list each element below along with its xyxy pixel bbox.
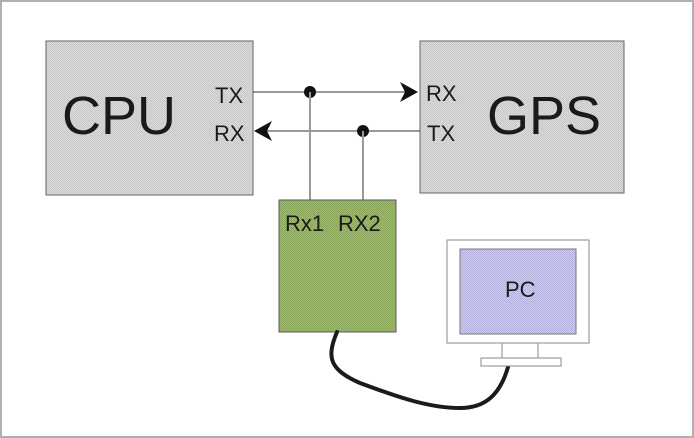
gps-label: GPS (487, 86, 601, 146)
cpu-block: CPU TX RX (45, 40, 254, 196)
monitor-neck (501, 342, 539, 359)
cpu-tx-label: TX (215, 83, 243, 108)
monitor-stand (480, 357, 562, 367)
tx-line (253, 82, 418, 102)
sniffer-box (278, 199, 397, 333)
sniffer-rx1-label: Rx1 (285, 211, 324, 236)
gps-box (419, 40, 625, 194)
cpu-box (45, 40, 254, 196)
usb-cable (329, 330, 510, 411)
gps-tx-label: TX (427, 121, 455, 146)
gps-block: GPS RX TX (419, 40, 625, 194)
sniffer-block: Rx1 RX2 (278, 199, 397, 333)
pc-monitor: PC (446, 239, 590, 367)
monitor-screen (459, 248, 577, 335)
gps-rx-label: RX (426, 81, 457, 106)
sniffer-rx2-label: RX2 (338, 211, 381, 236)
arrow-right-icon (400, 82, 418, 102)
cpu-label: CPU (62, 86, 176, 146)
pc-label: PC (505, 277, 536, 302)
cpu-rx-label: RX (214, 121, 245, 146)
arrow-left-icon (254, 121, 272, 141)
